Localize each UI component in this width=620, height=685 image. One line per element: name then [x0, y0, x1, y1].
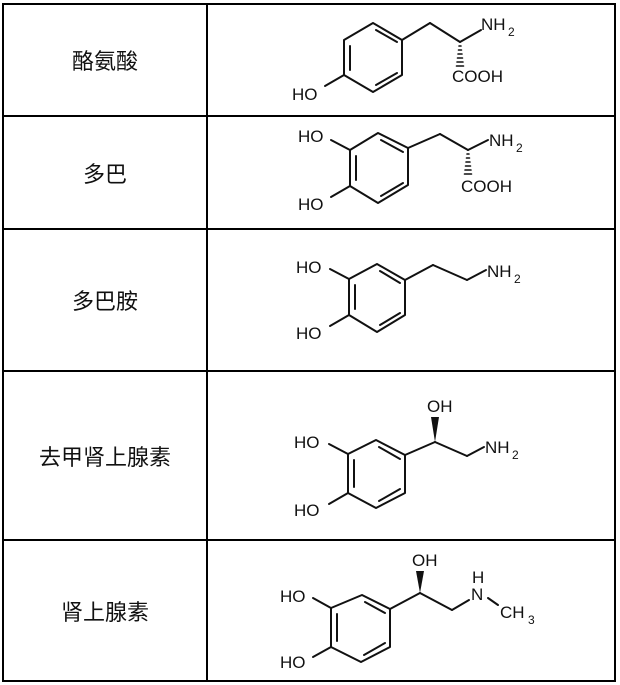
- benzene-ring-icon: [348, 263, 406, 333]
- tyrosine-hash-bond: [455, 45, 465, 67]
- column-divider: [206, 3, 208, 682]
- amine-subscript: 2: [512, 448, 519, 462]
- dopamine-structure: [329, 263, 487, 333]
- compound-name: 多巴胺: [71, 290, 138, 315]
- hydroxyl-label: HO: [292, 85, 318, 104]
- norepinephrine-wedge-bond: [431, 417, 439, 442]
- methyl-label: CH: [500, 603, 525, 622]
- benzene-ring-icon: [343, 22, 403, 93]
- hydroxyl-label-top: HO: [298, 127, 324, 146]
- table-border-bottom: [2, 680, 616, 682]
- amine-label: NH: [487, 262, 512, 281]
- row-divider: [2, 115, 616, 117]
- hydroxyl-label-bottom: HO: [298, 195, 324, 214]
- amine-label: NH: [481, 15, 506, 34]
- dopa-structure: [330, 132, 489, 204]
- table-row-dopamine-name-cell: 多巴胺: [4, 230, 206, 370]
- row-divider: [2, 539, 616, 541]
- epinephrine-structure: [312, 592, 499, 663]
- norepinephrine-structure: [328, 439, 485, 509]
- hydroxyl-label-top: HO: [294, 433, 320, 452]
- benzene-ring-icon: [347, 439, 406, 509]
- compound-name: 酪氨酸: [71, 50, 138, 75]
- row-divider: [2, 370, 616, 372]
- compound-name: 去甲肾上腺素: [38, 445, 171, 471]
- hydroxyl-label-bottom: HO: [294, 501, 320, 520]
- amine-label: NH: [485, 438, 510, 457]
- table-row-dopa-name-cell: 多巴: [4, 117, 206, 228]
- compound-name: 肾上腺素: [60, 600, 149, 626]
- hydroxyl-label-side-chain: OH: [412, 551, 438, 570]
- table-border-left: [2, 3, 4, 682]
- dopa-hash-bond: [463, 153, 473, 175]
- hydroxyl-label-side-chain: OH: [427, 397, 453, 416]
- benzene-ring-icon: [330, 594, 391, 663]
- tyrosine-structure: [324, 22, 482, 93]
- row-divider: [2, 228, 616, 230]
- table-row-epinephrine-name-cell: 肾上腺素: [4, 541, 206, 680]
- hydroxyl-label-top: HO: [280, 587, 306, 606]
- methyl-subscript: 3: [528, 613, 535, 627]
- carboxyl-label: COOH: [461, 177, 512, 196]
- carboxyl-label: COOH: [452, 67, 503, 86]
- table-row-norepinephrine-name-cell: 去甲肾上腺素: [4, 372, 206, 539]
- amine-label: NH: [489, 131, 514, 150]
- amine-subscript: 2: [514, 272, 521, 286]
- compound-name: 多巴: [82, 162, 127, 188]
- table-border-right: [614, 3, 616, 682]
- benzene-ring-icon: [349, 132, 409, 204]
- amine-subscript: 2: [516, 141, 523, 155]
- amine-hydrogen-label: H: [472, 568, 484, 587]
- table-row-tyrosine-name-cell: 酪氨酸: [4, 5, 206, 115]
- amine-subscript: 2: [508, 25, 515, 39]
- epinephrine-wedge-bond: [416, 571, 424, 593]
- hydroxyl-label-top: HO: [296, 258, 322, 277]
- hydroxyl-label-bottom: HO: [280, 653, 306, 672]
- amine-nitrogen-label: N: [471, 585, 483, 604]
- table-border-top: [2, 3, 616, 5]
- hydroxyl-label-bottom: HO: [296, 324, 322, 343]
